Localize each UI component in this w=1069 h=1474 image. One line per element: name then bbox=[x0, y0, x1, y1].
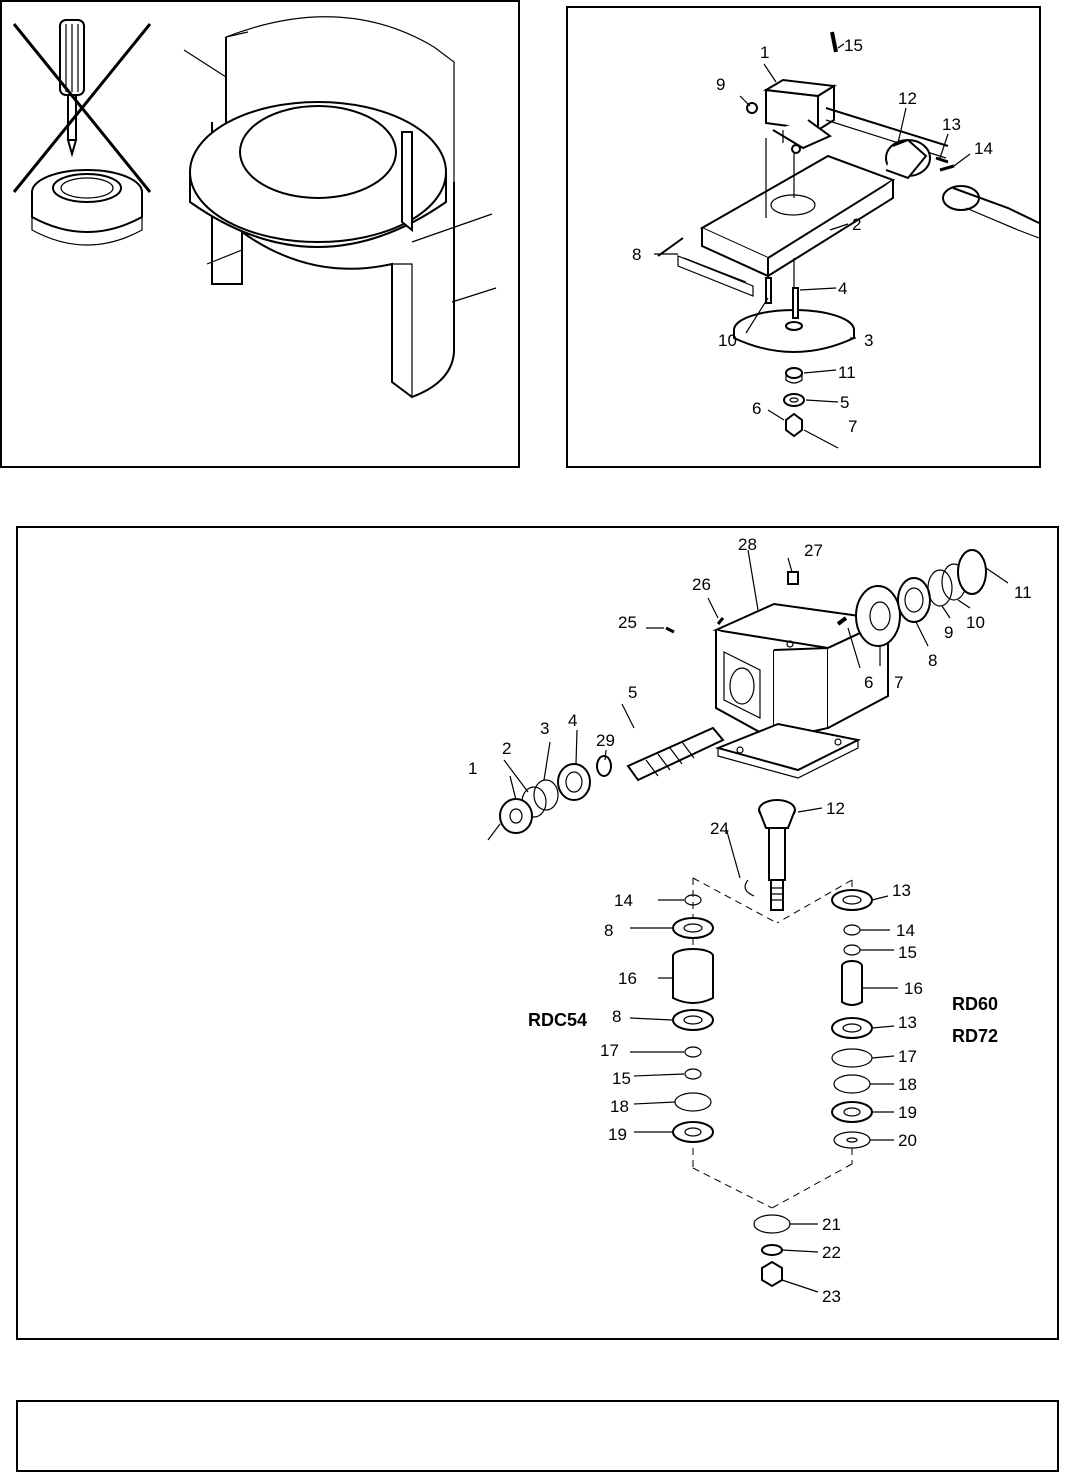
callout-6: 6 bbox=[864, 673, 873, 692]
cross-out-icon bbox=[12, 23, 152, 193]
callout-13: 13 bbox=[942, 115, 961, 134]
callout-26: 26 bbox=[692, 575, 711, 594]
gearbox-exploded-panel: 28 27 26 25 5 29 4 3 2 1 6 7 8 9 10 11 1… bbox=[16, 526, 1059, 1340]
bearing-install-drawing bbox=[12, 16, 497, 399]
rdc54-stack bbox=[672, 894, 714, 1143]
callout-8: 8 bbox=[632, 245, 641, 264]
callout-27: 27 bbox=[804, 541, 823, 560]
callout-13-right-bottom: 13 bbox=[898, 1013, 917, 1032]
input-shaft bbox=[626, 726, 725, 782]
callout-10: 10 bbox=[966, 613, 985, 632]
gearbox-unit bbox=[762, 78, 837, 154]
callout-9: 9 bbox=[944, 623, 953, 642]
callout-5: 5 bbox=[840, 393, 849, 412]
small-bearing-crossed bbox=[31, 169, 143, 246]
callout-7: 7 bbox=[894, 673, 903, 692]
callout-18-right: 18 bbox=[898, 1075, 917, 1094]
callout-14-right: 14 bbox=[896, 921, 915, 940]
callout-5: 5 bbox=[628, 683, 637, 702]
gearbox-housing bbox=[712, 602, 892, 779]
callout-2: 2 bbox=[852, 215, 861, 234]
callout-8-top: 8 bbox=[928, 651, 937, 670]
callout-12: 12 bbox=[898, 89, 917, 108]
callout-12: 12 bbox=[826, 799, 845, 818]
caption-box bbox=[16, 1400, 1059, 1472]
callout-19-right: 19 bbox=[898, 1103, 917, 1122]
callout-15-right: 15 bbox=[898, 943, 917, 962]
callout-3: 3 bbox=[864, 331, 873, 350]
callout-7: 7 bbox=[848, 417, 857, 436]
callout-17-right: 17 bbox=[898, 1047, 917, 1066]
hub-stack bbox=[783, 367, 839, 449]
callout-19-left: 19 bbox=[608, 1125, 627, 1144]
bottom-hardware bbox=[753, 1214, 791, 1288]
callout-10: 10 bbox=[718, 331, 737, 350]
callout-16-left: 16 bbox=[618, 969, 637, 988]
deck-plate bbox=[677, 154, 896, 297]
callout-24: 24 bbox=[710, 819, 729, 838]
callout-1: 1 bbox=[760, 43, 769, 62]
callout-25: 25 bbox=[618, 613, 637, 632]
gearbox-exploded-drawing: 28 27 26 25 5 29 4 3 2 1 6 7 8 9 10 11 1… bbox=[468, 535, 1032, 1306]
callout-18-left: 18 bbox=[610, 1097, 629, 1116]
blade-holder bbox=[733, 277, 855, 353]
output-gear-stack bbox=[836, 549, 987, 647]
gearbox-assembly-drawing: 1 15 9 12 13 14 8 2 4 10 3 11 5 6 7 bbox=[632, 31, 1039, 449]
callout-11: 11 bbox=[838, 363, 856, 382]
gearbox-assembly-panel: 1 15 9 12 13 14 8 2 4 10 3 11 5 6 7 bbox=[566, 6, 1041, 468]
callout-1: 1 bbox=[468, 759, 477, 778]
callout-21: 21 bbox=[822, 1215, 841, 1234]
callout-8-left-top: 8 bbox=[604, 921, 613, 940]
input-bearing-stack bbox=[487, 755, 612, 841]
callout-20: 20 bbox=[898, 1131, 917, 1150]
callout-15-left: 15 bbox=[612, 1069, 631, 1088]
callout-29: 29 bbox=[596, 731, 615, 750]
callout-9: 9 bbox=[716, 75, 725, 94]
model-label-rdc54: RDC54 bbox=[528, 1010, 587, 1030]
callout-3: 3 bbox=[540, 719, 549, 738]
callout-15: 15 bbox=[844, 36, 863, 55]
driveline-shaft bbox=[825, 107, 1039, 239]
callout-16-right: 16 bbox=[904, 979, 923, 998]
model-label-rd60: RD60 bbox=[952, 994, 998, 1014]
rd60-rd72-stack bbox=[831, 889, 873, 1149]
callout-17-left: 17 bbox=[600, 1041, 619, 1060]
callout-11: 11 bbox=[1014, 583, 1032, 602]
callout-2: 2 bbox=[502, 739, 511, 758]
callout-23: 23 bbox=[822, 1287, 841, 1306]
bearing-install-panel bbox=[0, 0, 520, 468]
callout-28: 28 bbox=[738, 535, 757, 554]
pinion-shaft bbox=[744, 799, 796, 911]
callout-8-left-bottom: 8 bbox=[612, 1007, 621, 1026]
callout-6: 6 bbox=[752, 399, 761, 418]
callout-22: 22 bbox=[822, 1243, 841, 1262]
model-label-rd72: RD72 bbox=[952, 1026, 998, 1046]
callout-4: 4 bbox=[568, 711, 577, 730]
callout-13-right-top: 13 bbox=[892, 881, 911, 900]
callout-14-left: 14 bbox=[614, 891, 633, 910]
callout-14: 14 bbox=[974, 139, 993, 158]
callout-4: 4 bbox=[838, 279, 847, 298]
install-tool bbox=[183, 16, 497, 399]
